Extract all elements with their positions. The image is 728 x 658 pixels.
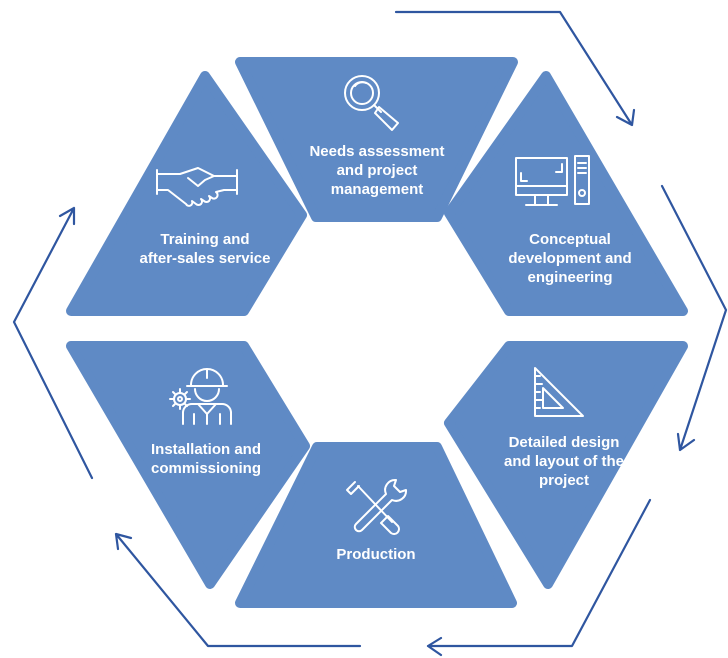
label-training: Training and after-sales service (139, 231, 271, 267)
segment-production (235, 442, 517, 608)
magnifier-icon (344, 75, 399, 131)
segment-detailed (444, 341, 688, 589)
arrow-top-right (394, 10, 636, 127)
arrow-left (12, 206, 94, 480)
segment-installation (66, 341, 310, 589)
arrow-right (660, 184, 728, 452)
arrow-bottom-left (114, 532, 362, 648)
handshake-icon (156, 167, 238, 207)
computer-icon (515, 155, 590, 206)
set-square-icon (534, 367, 584, 417)
label-detailed: Detailed design and layout of the projec… (504, 434, 624, 489)
label-needs: Needs assessment and project management (309, 143, 445, 198)
segment-training (66, 71, 307, 316)
segments (66, 57, 688, 608)
engineer-icon (169, 368, 232, 425)
label-conceptual: Conceptual development and engineering (508, 231, 632, 286)
arrow-bottom-right (426, 498, 652, 657)
segment-needs (235, 57, 518, 222)
cycle-arrows (12, 10, 728, 657)
label-production: Production (336, 546, 416, 563)
label-installation: Installation and commissioning (150, 441, 262, 477)
tools-icon (346, 478, 408, 535)
